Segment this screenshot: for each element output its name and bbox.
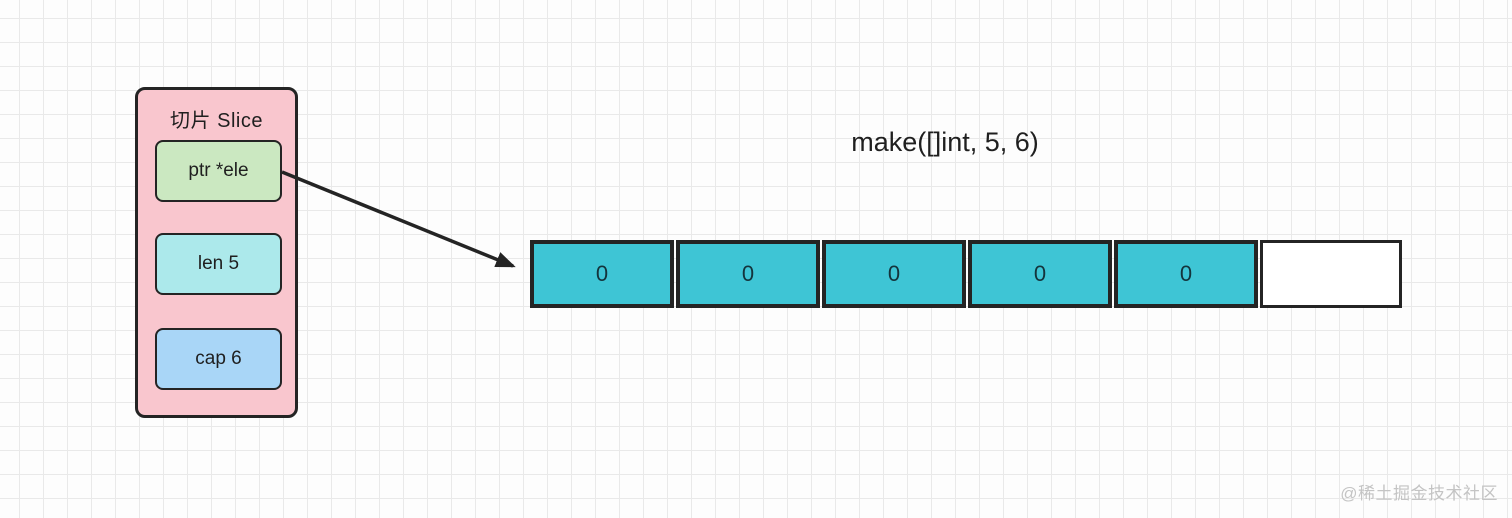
slice-struct-panel: 切片 Slice ptr *ele len 5 cap 6 (135, 87, 298, 418)
array-cell-1-value: 0 (595, 261, 609, 286)
array-cell-4: 0 (968, 240, 1112, 308)
array-cell-empty (1260, 240, 1402, 308)
array-cell-4-value: 0 (1033, 261, 1047, 286)
make-expression-label: make([]int, 5, 6) (851, 127, 1039, 157)
array-cell-5-value: 0 (1179, 261, 1193, 286)
array-cell-3-value: 0 (887, 261, 901, 286)
slice-field-len: len 5 (155, 233, 282, 295)
slice-field-cap: cap 6 (155, 328, 282, 390)
array-cell-2: 0 (676, 240, 820, 308)
watermark: @稀土掘金技术社区 (1340, 484, 1498, 503)
array-cell-1: 0 (530, 240, 674, 308)
slice-field-len-label: len 5 (197, 253, 240, 274)
slice-field-ptr: ptr *ele (155, 140, 282, 202)
array-cell-2-value: 0 (741, 261, 755, 286)
backing-array: 0 0 0 0 0 (530, 240, 1402, 308)
array-cell-5: 0 (1114, 240, 1258, 308)
slice-field-ptr-label: ptr *ele (188, 160, 249, 181)
array-cell-3: 0 (822, 240, 966, 308)
slice-field-cap-label: cap 6 (195, 348, 242, 369)
slice-title: 切片 Slice (170, 110, 263, 132)
